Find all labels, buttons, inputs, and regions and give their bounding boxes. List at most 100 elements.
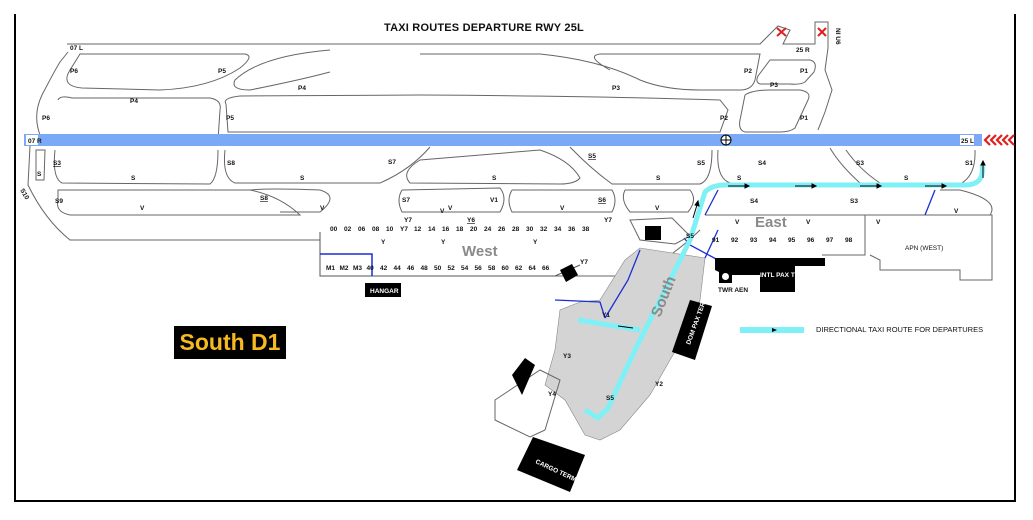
stand-label[interactable]: 16 xyxy=(442,226,450,233)
stand-label[interactable]: 91 xyxy=(712,237,720,244)
stand-label[interactable]: Y7 xyxy=(400,226,408,233)
south-v-row1 xyxy=(57,189,302,216)
stand-label[interactable]: 66 xyxy=(542,265,550,272)
runway-parallel-east-end: 25 R xyxy=(796,47,810,54)
runway-end-east: 25 L xyxy=(961,138,974,145)
stand-label[interactable]: 38 xyxy=(582,226,590,233)
stand-label[interactable]: 00 xyxy=(330,226,338,233)
north-p2-p1-block xyxy=(739,89,810,133)
vor-marker-icon xyxy=(720,134,732,146)
stand-label[interactable]: M3 xyxy=(353,265,362,272)
taxiway-label: S5 xyxy=(686,233,694,240)
stand-label[interactable]: 97 xyxy=(826,237,834,244)
stand-label[interactable]: 64 xyxy=(529,265,537,272)
stand-label[interactable]: 36 xyxy=(568,226,576,233)
stand-label[interactable]: 12 xyxy=(414,226,422,233)
ops-building xyxy=(629,217,691,245)
runway-main[interactable] xyxy=(24,134,982,146)
map-frame xyxy=(14,14,1016,502)
north-taxiway-p3 xyxy=(420,53,761,91)
taxiway-label: V xyxy=(655,205,660,212)
stand-label[interactable]: 62 xyxy=(515,265,523,272)
stand-label[interactable]: 48 xyxy=(421,265,429,272)
taxiway-label: P6 xyxy=(70,68,78,75)
taxiway-label: S10 xyxy=(18,188,30,202)
stand-label[interactable]: 56 xyxy=(475,265,483,272)
taxiway-label: Y6 xyxy=(467,217,475,224)
runway-parallel-west-end: 07 L xyxy=(70,45,83,52)
south-v-row2 xyxy=(249,188,331,213)
stand-label[interactable]: 10 xyxy=(386,226,394,233)
stand-label[interactable]: 34 xyxy=(554,226,562,233)
taxiway-label: S xyxy=(37,171,42,178)
west-apron-blue-boundary xyxy=(320,253,373,276)
side-building xyxy=(512,358,535,395)
cargo-terminal[interactable] xyxy=(517,437,585,492)
stand-label[interactable]: 24 xyxy=(484,226,492,233)
stand-label[interactable]: 40 xyxy=(367,265,375,272)
stand-label[interactable]: 32 xyxy=(540,226,548,233)
stand-label[interactable]: 28 xyxy=(512,226,520,233)
taxiway-label: S5 xyxy=(606,395,614,402)
closed-marker-icon xyxy=(776,27,827,37)
stand-label[interactable]: 30 xyxy=(526,226,534,233)
stand-label[interactable]: 54 xyxy=(461,265,469,272)
ops-building-block xyxy=(645,226,661,240)
stand-label[interactable]: 50 xyxy=(434,265,442,272)
stand-label[interactable]: 60 xyxy=(502,265,510,272)
hangar-building[interactable] xyxy=(365,283,401,297)
stand-label[interactable]: 58 xyxy=(488,265,496,272)
stand-label[interactable]: 94 xyxy=(769,237,777,244)
stand-label[interactable]: 92 xyxy=(731,237,739,244)
south-taxiway-s-outer xyxy=(27,145,701,277)
stand-label[interactable]: 52 xyxy=(448,265,456,272)
taxiway-label: P6 xyxy=(42,115,50,122)
east-apron-outline xyxy=(865,189,993,281)
stand-label[interactable]: 14 xyxy=(428,226,436,233)
stand-label[interactable]: 06 xyxy=(358,226,366,233)
taxiway-label: S xyxy=(300,175,305,182)
south-block-s5 xyxy=(569,146,713,185)
south-block-s7 xyxy=(224,146,431,184)
taxiway-label: Y xyxy=(441,239,446,246)
south-v-row4 xyxy=(508,189,616,213)
taxiway-label: S3 xyxy=(856,160,864,167)
stand-label[interactable]: 46 xyxy=(407,265,415,272)
south-block-s8 xyxy=(53,149,219,185)
taxiway-label: V xyxy=(735,219,740,226)
intl-terminal[interactable] xyxy=(715,258,825,292)
stand-label[interactable]: 93 xyxy=(750,237,758,244)
stand-label[interactable]: 44 xyxy=(394,265,402,272)
taxiway-label: P2 xyxy=(720,115,728,122)
stand-label[interactable]: 08 xyxy=(372,226,380,233)
stands-east: 91 92 93 94 95 96 97 98 xyxy=(712,237,853,244)
stand-label[interactable]: 26 xyxy=(498,226,506,233)
stand-label[interactable]: 02 xyxy=(344,226,352,233)
departure-taxi-route[interactable] xyxy=(583,164,985,421)
hangar-label: HANGAR xyxy=(370,288,399,295)
taxiway-label: P5 xyxy=(218,68,226,75)
stand-label[interactable]: 20 xyxy=(470,226,478,233)
dom-terminal[interactable] xyxy=(672,300,712,360)
taxiway-label: Y3 xyxy=(563,353,571,360)
stand-label[interactable]: 42 xyxy=(380,265,388,272)
tower-icon xyxy=(719,270,732,283)
taxiway-label: V xyxy=(560,205,565,212)
taxiway-label: S xyxy=(904,175,909,182)
stands-west-bottom: M1 M2 M3 40 42 44 46 48 50 52 54 56 58 60 62 64 66 xyxy=(326,265,550,272)
stand-label[interactable]: M2 xyxy=(340,265,349,272)
stand-label[interactable]: 95 xyxy=(788,237,796,244)
taxiway-label: P2 xyxy=(744,68,752,75)
stand-label[interactable]: 96 xyxy=(807,237,815,244)
taxiway-label: P1 xyxy=(800,115,808,122)
taxiway-label: S8 xyxy=(260,195,268,202)
taxiway-label: Y xyxy=(533,239,538,246)
taxiway-label: S6 xyxy=(598,197,606,204)
stand-label[interactable]: 18 xyxy=(456,226,464,233)
stand-label[interactable]: 98 xyxy=(845,237,853,244)
taxiway-label: Y1 xyxy=(602,312,610,319)
taxiway-label: S7 xyxy=(388,159,396,166)
taxiway-label: V xyxy=(806,219,811,226)
stand-label[interactable]: M1 xyxy=(326,265,335,272)
